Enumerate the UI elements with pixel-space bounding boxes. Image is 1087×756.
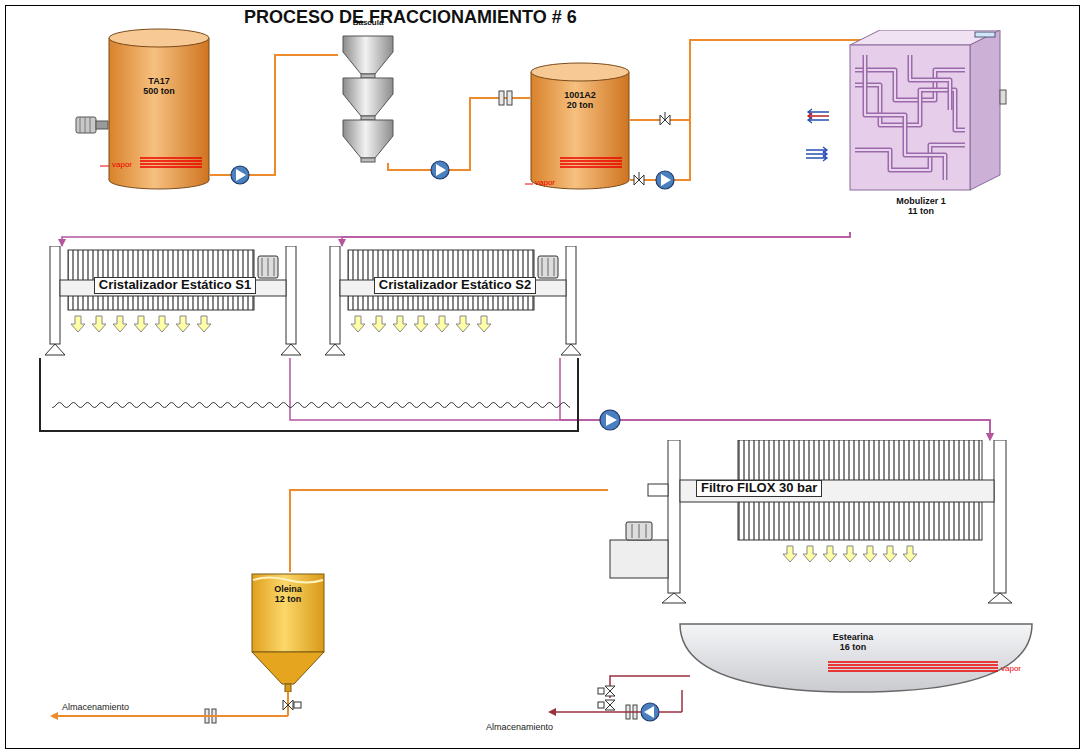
node-label: Cristalizador Estático S1 (94, 277, 256, 294)
feed-tank: 1001A2 20 ton (530, 62, 630, 190)
mobulizer-unit: Mobulizer 1 11 ton (835, 30, 1007, 232)
static-crystallizer: Cristalizador Estático S1 (42, 246, 308, 358)
node-label: Mobulizer 1 11 ton (892, 196, 950, 217)
node-label: Cristalizador Estático S2 (374, 277, 536, 294)
mixer (76, 117, 108, 133)
flow-line (388, 98, 530, 170)
steam-label: vapor (1001, 664, 1021, 673)
storage-label: Almacenamiento (62, 702, 129, 712)
weighing-scale-shape (338, 18, 398, 163)
steam-label: vapor (535, 178, 555, 187)
valve (630, 112, 690, 185)
feed-tank-shape (530, 62, 630, 190)
static-crystallizer-shape (42, 246, 308, 358)
oleina-outlet (50, 692, 301, 720)
diagram-title: PROCESO DE FRACCIONAMIENTO # 6 (244, 7, 577, 28)
steam-label: vapor (112, 160, 132, 169)
filter-press: Filtro FILOX 30 bar (608, 440, 1022, 605)
stearin-tank: Estearina 16 ton (678, 622, 1034, 694)
filter-press-shape (608, 440, 1022, 605)
static-crystallizer: Cristalizador Estático S2 (322, 246, 588, 358)
olein-tank: Oleina 12 ton (250, 572, 326, 692)
collection-tray (40, 358, 578, 431)
flow-line (560, 358, 990, 440)
mobulizer-arrows (806, 109, 829, 161)
storage-label: Almacenamiento (486, 722, 553, 732)
weighing-scale: Báscula (338, 18, 398, 163)
node-label: 1001A2 20 ton (561, 90, 599, 111)
pump (231, 161, 674, 721)
flow-line (62, 232, 850, 246)
node-label: Báscula (353, 18, 384, 27)
static-crystallizer-shape (322, 246, 588, 358)
node-label: Filtro FILOX 30 bar (696, 480, 822, 497)
flow-line (290, 490, 608, 572)
node-label: TA17 500 ton (141, 76, 177, 97)
node-label: Estearina 16 ton (828, 632, 878, 653)
estearina-outlet (548, 676, 690, 716)
flow-line (342, 232, 850, 246)
flow-line (210, 55, 338, 175)
node-label: Oleina 12 ton (270, 584, 306, 605)
flow-line (290, 358, 990, 440)
